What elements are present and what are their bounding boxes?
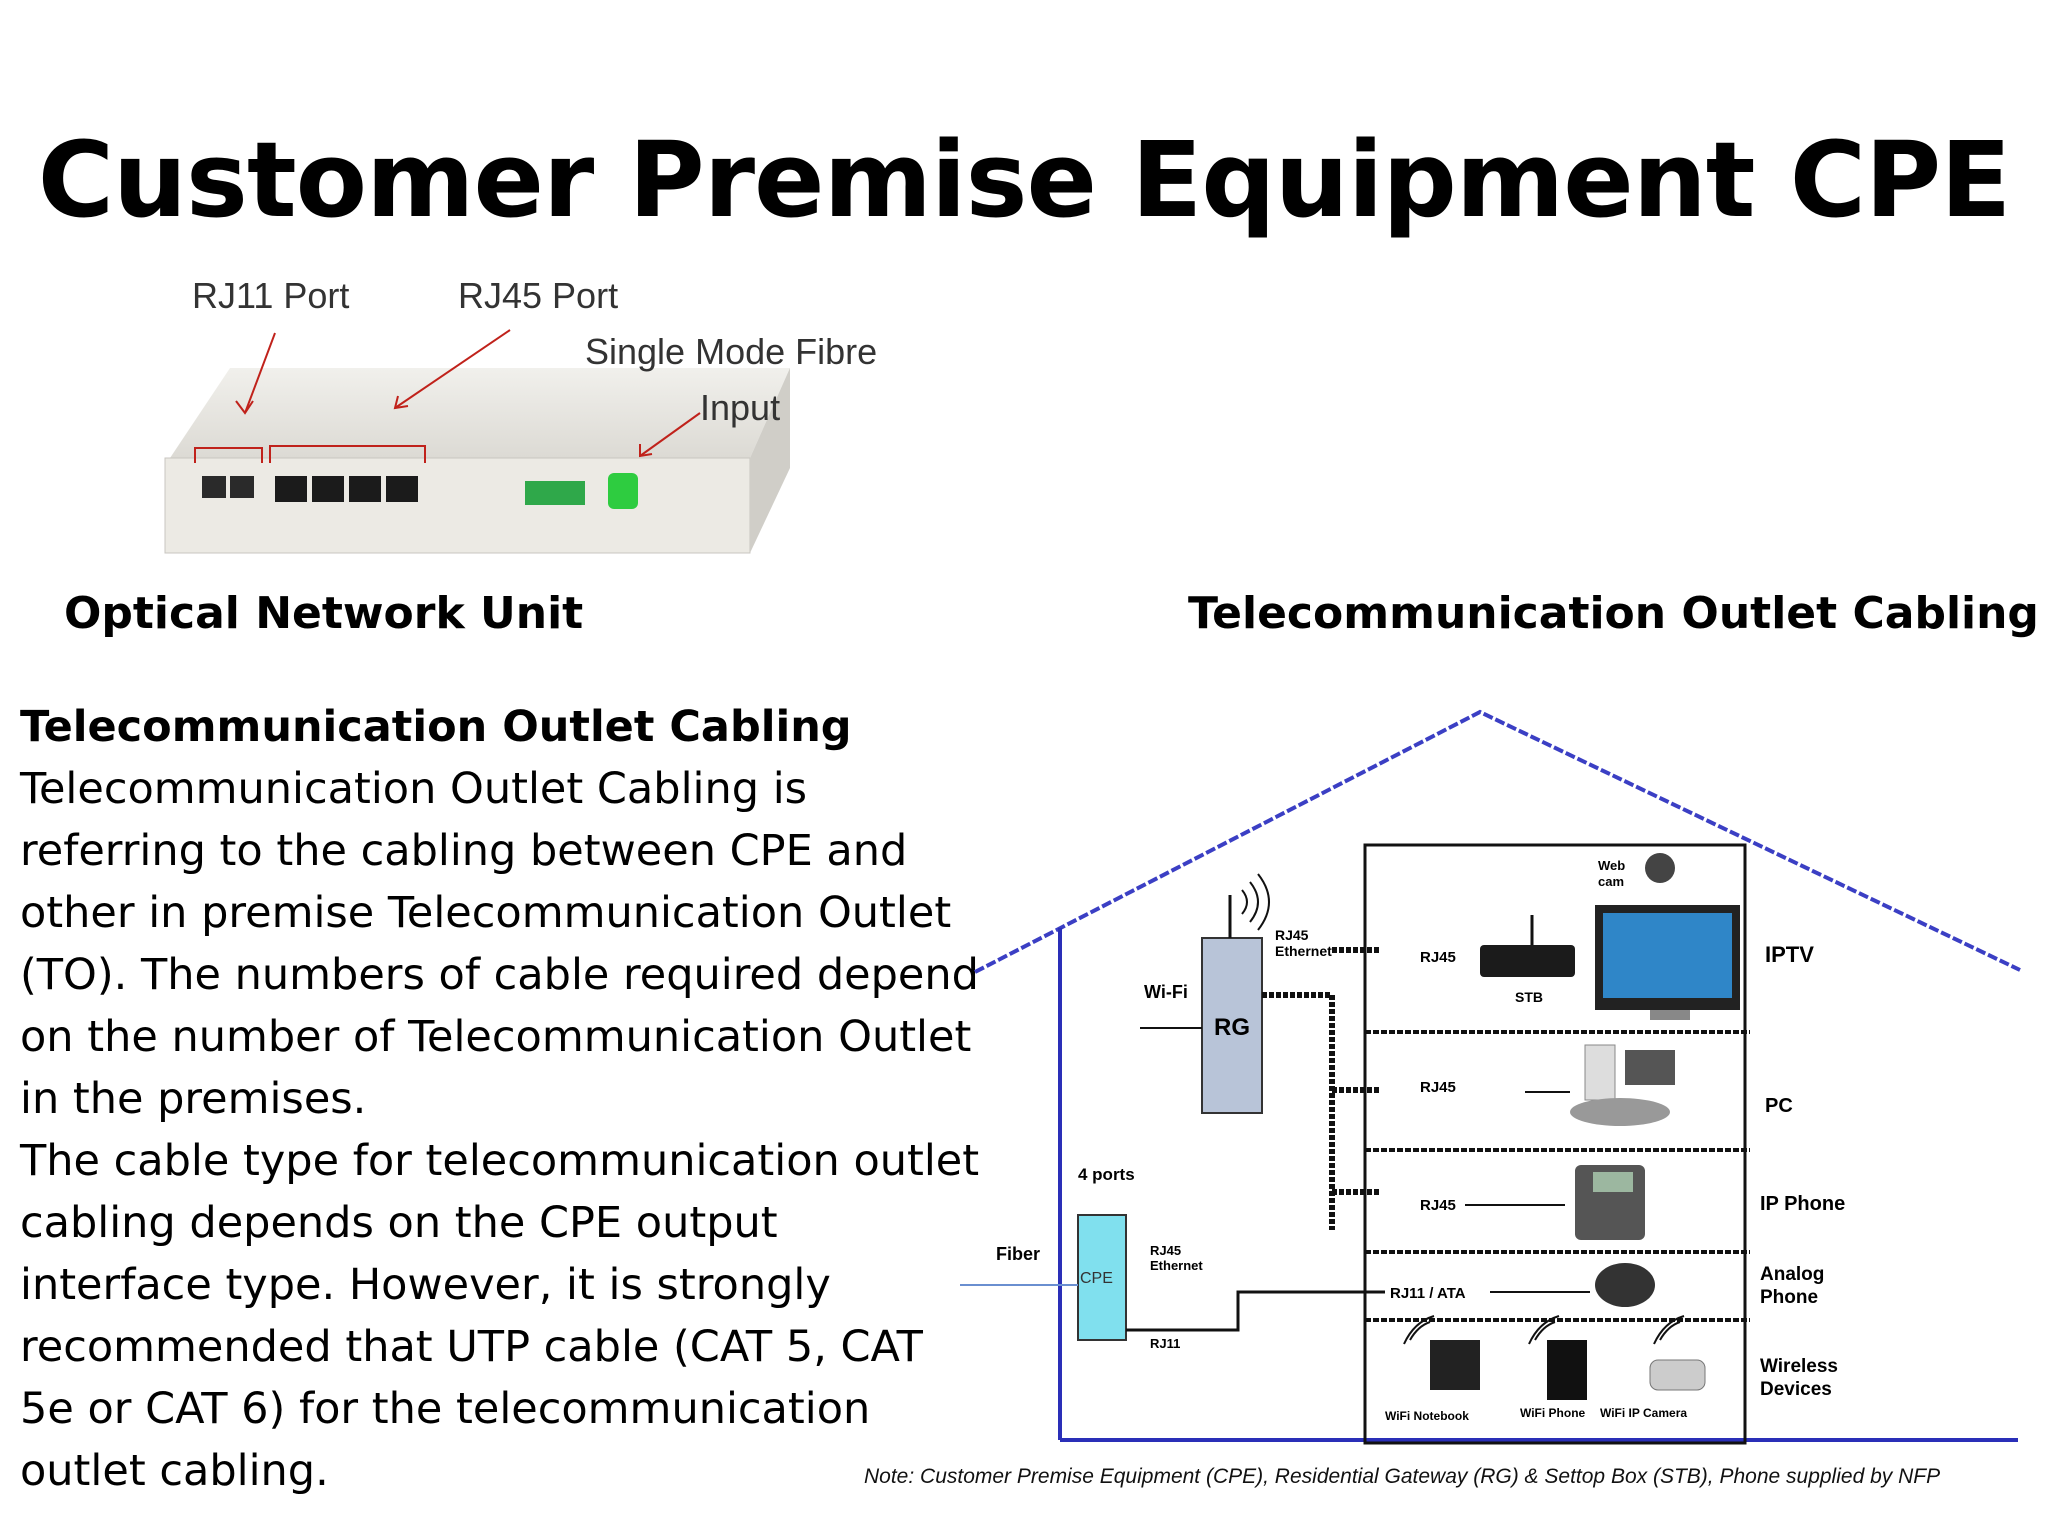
analog-label-2: Phone: [1760, 1287, 1818, 1308]
ip-phone-rj45-label: RJ45: [1420, 1197, 1456, 1214]
analog-phone-device: [1595, 1263, 1655, 1307]
fibre-label-line2: Input: [700, 387, 780, 428]
fibre-input: [608, 473, 638, 509]
wifi-label: Wi-Fi: [1144, 982, 1188, 1002]
iptv-label: IPTV: [1765, 942, 1814, 967]
body-paragraph-1: Telecommunication Outlet Cabling is refe…: [20, 764, 979, 1124]
cpe-eth-label-2: Ethernet: [1150, 1258, 1203, 1273]
rj11-label: RJ11 Port: [192, 275, 349, 316]
cpe-label: CPE: [1080, 1270, 1113, 1287]
house-diagram: Wi-Fi RG RJ45 Ethernet RJ45 STB Web cam …: [960, 709, 2021, 1445]
rj45-label: RJ45 Port: [458, 275, 618, 316]
tv-screen: [1603, 913, 1732, 998]
pc-rj45-label: RJ45: [1420, 1079, 1456, 1096]
notebook-device: [1430, 1340, 1480, 1390]
diagram-caption: Telecommunication Outlet Cabling: [1188, 588, 2039, 639]
diagram-note: Note: Customer Premise Equipment (CPE), …: [864, 1465, 1941, 1488]
cpe-rj11-label: RJ11: [1150, 1336, 1180, 1351]
room-frame: [1363, 843, 1747, 1445]
stb-device: [1480, 945, 1575, 977]
power-terminal: [525, 481, 585, 505]
onu-caption: Optical Network Unit: [64, 588, 584, 639]
body-text: Telecommunication Outlet Cabling Telecom…: [20, 696, 980, 1502]
cpe-device: [1077, 1214, 1127, 1341]
pc-label: PC: [1765, 1095, 1793, 1117]
stb-label: STB: [1515, 989, 1543, 1005]
wifi-phone-device: [1547, 1340, 1587, 1400]
rj45-ports: [275, 476, 418, 502]
ip-phone-label: IP Phone: [1760, 1193, 1845, 1215]
wireless-label-2: Devices: [1760, 1379, 1832, 1400]
rj11-ata-label: RJ11 / ATA: [1390, 1285, 1466, 1302]
pc-tower: [1584, 1044, 1616, 1101]
body-heading: Telecommunication Outlet Cabling: [20, 702, 852, 752]
slide-title: Customer Premise Equipment CPE: [37, 119, 2012, 241]
cpe-eth-label-1: RJ45: [1150, 1243, 1181, 1258]
fibre-label-line1: Single Mode Fibre: [585, 331, 877, 372]
rj11-ports: [202, 476, 254, 498]
pc-monitor: [1625, 1050, 1675, 1085]
onu-side: [750, 368, 790, 553]
floor-separators: [1365, 1030, 1750, 1322]
fiber-label: Fiber: [996, 1244, 1040, 1264]
rg-label: RG: [1214, 1014, 1250, 1041]
analog-label-1: Analog: [1760, 1264, 1824, 1285]
wireless-waves: [1403, 1315, 1685, 1345]
stb-rj45-label: RJ45: [1420, 949, 1456, 966]
house-roof: [974, 709, 2021, 974]
rg-cables: [1262, 947, 1380, 1230]
wifi-phone-label: WiFi Phone: [1520, 1406, 1586, 1420]
pc-desk: [1570, 1098, 1670, 1126]
onu-photo: RJ11 Port RJ45 Port Single Mode Fibre In…: [164, 275, 877, 554]
webcam-label-2: cam: [1598, 874, 1624, 889]
four-ports-label: 4 ports: [1078, 1165, 1135, 1184]
wireless-label-1: Wireless: [1760, 1356, 1838, 1377]
ip-camera-device: [1649, 1359, 1706, 1391]
rg-wifi-waves: [1241, 873, 1270, 931]
callout-arrows: [235, 329, 701, 458]
rg-device: [1201, 937, 1263, 1114]
webcam-device: [1645, 853, 1675, 883]
onu-front: [164, 457, 751, 554]
ip-camera-label: WiFi IP Camera: [1600, 1406, 1687, 1420]
notebook-label: WiFi Notebook: [1385, 1409, 1469, 1423]
ip-phone-screen: [1593, 1172, 1633, 1192]
rg-eth-label-1: RJ45: [1275, 927, 1309, 943]
port-brackets: [194, 445, 426, 463]
body-paragraph-2: The cable type for telecommunication out…: [20, 1136, 980, 1496]
rg-eth-label-2: Ethernet: [1275, 943, 1332, 959]
tv-stand: [1650, 1010, 1690, 1020]
webcam-label-1: Web: [1598, 858, 1625, 873]
cpe-to-analog-cable: [1126, 1290, 1385, 1332]
onu-top: [170, 368, 790, 458]
